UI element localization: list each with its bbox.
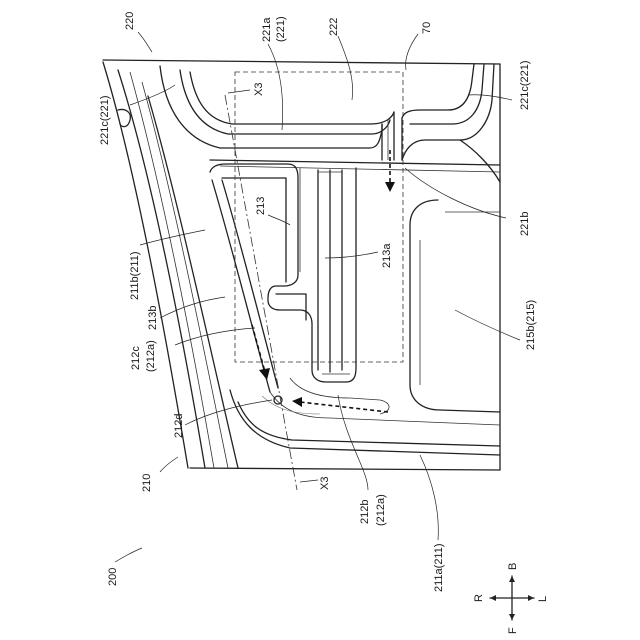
label-221a: 221a [261,17,273,42]
label-212c-paren: (212a) [145,340,157,372]
label-70: 70 [421,22,433,34]
label-211a: 211a(211) [433,543,445,592]
recess-212 [230,378,500,455]
label-212c: 212c [130,346,142,370]
label-x3-bottom: X3 [319,477,331,490]
label-222: 222 [328,18,340,36]
label-212b-paren: (212a) [375,494,387,526]
direction-compass: B R L F [473,563,549,634]
label-215b: 215b(215) [525,300,537,350]
label-x3-top: X3 [253,83,265,96]
rib-221 [118,64,500,182]
label-213: 213 [255,197,267,215]
label-221c-right: 221c(221) [519,60,531,110]
label-212d: 212d [173,414,185,438]
label-211b: 211b(211) [129,251,141,300]
label-200: 200 [107,568,119,586]
label-210: 210 [141,474,153,492]
compass-r: R [473,594,485,602]
label-213b: 213b [147,306,159,330]
panel-outline [103,60,500,470]
label-221a-paren: (221) [275,16,287,42]
label-220: 220 [124,12,136,30]
label-221c-left: 221c(221) [99,95,111,145]
compass-b: B [507,563,519,570]
rib-213 [210,164,356,392]
compass-l: L [537,596,549,602]
recess-215 [410,200,500,412]
label-221b: 221b [519,212,531,236]
label-212b: 212b [359,500,371,524]
compass-f: F [507,627,519,634]
label-213a: 213a [381,243,393,268]
